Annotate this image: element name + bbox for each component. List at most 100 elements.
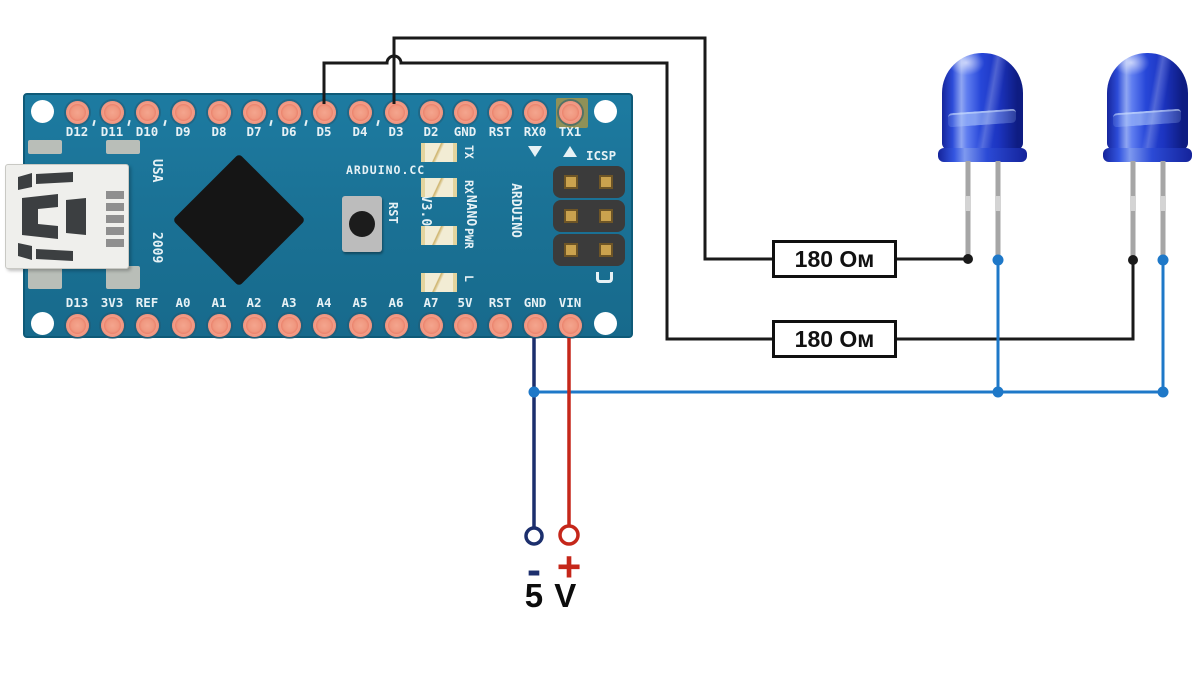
- pin-d8: [207, 100, 231, 124]
- pin-gnd: [523, 313, 547, 337]
- icsp-pin: [564, 209, 578, 223]
- pin-label-rx0: RX0: [523, 124, 547, 139]
- pin-label-d5: D5: [304, 119, 344, 139]
- pin-label-a4: A4: [316, 295, 332, 310]
- pin-label-rst: RST: [488, 295, 512, 310]
- pin-rx0: [523, 100, 547, 124]
- pin-label-3v3: 3V3: [100, 295, 124, 310]
- led-2-bulb: [1107, 53, 1188, 150]
- usb-contact: [106, 239, 124, 247]
- pin-a3: [277, 313, 301, 337]
- pin-label-gnd: GND: [523, 295, 547, 310]
- pin-d4: [348, 100, 372, 124]
- pin-gnd: [453, 100, 477, 124]
- icsp-header-row: [553, 200, 625, 232]
- pin-d6: [277, 100, 301, 124]
- tx-arrow-icon: [563, 146, 577, 157]
- usb-contact: [106, 215, 124, 223]
- usb-tab: [28, 266, 62, 289]
- pin-label-a5: A5: [352, 295, 368, 310]
- pin-label-gnd: GND: [453, 124, 477, 139]
- pin-rst: [488, 100, 512, 124]
- pin-ref: [135, 313, 159, 337]
- pin-5v: [453, 313, 477, 337]
- mini-usb-connector: [5, 164, 129, 269]
- icsp-pin: [564, 243, 578, 257]
- pin-label-5v: 5V: [457, 295, 473, 310]
- junction-dots-blue: [528, 254, 1169, 398]
- arduino-nano-board: USA 2009 ARDUINO.CC RST ARDUINO NANO V3.…: [5, 93, 633, 338]
- usb-contact: [106, 203, 124, 211]
- wire-resistor2-to-led2: [897, 260, 1135, 341]
- pin-label-rst: RST: [488, 124, 512, 139]
- resistor-2-value: 180 Ом: [794, 325, 875, 352]
- led-2-flange: [1103, 148, 1192, 162]
- indicator-led-l: [421, 273, 457, 292]
- positive-sign: +: [556, 543, 582, 590]
- pin-a1: [207, 313, 231, 337]
- pin-d2: [419, 100, 443, 124]
- pin-vin: [558, 313, 582, 337]
- pin-d3: [384, 100, 408, 124]
- pin-label-d3: D3: [376, 119, 416, 139]
- rx-arrow-icon: [528, 146, 542, 157]
- icsp-pin: [599, 209, 613, 223]
- pin-a6: [384, 313, 408, 337]
- resistor-1-value: 180 Ом: [794, 245, 875, 272]
- indicator-led-tx: [421, 143, 457, 162]
- pin-label-a1: A1: [211, 295, 227, 310]
- pin-d5: [312, 100, 336, 124]
- indicator-led-rx: [421, 178, 457, 197]
- supply-negative-terminal: [524, 526, 544, 546]
- pin-a4: [312, 313, 336, 337]
- pin-label-a7: A7: [423, 295, 439, 310]
- pin-label-d9: D9: [163, 119, 203, 139]
- pin-a2: [242, 313, 266, 337]
- logo-mark-icon: [596, 272, 613, 283]
- pin-a0: [171, 313, 195, 337]
- wire-d5-to-resistor2: [322, 54, 772, 341]
- indicator-led-pwr: [421, 226, 457, 245]
- pin-rst: [488, 313, 512, 337]
- pin-d12: [65, 100, 89, 124]
- usb-tab: [106, 140, 140, 154]
- junction-dots-black: [963, 254, 1138, 265]
- usb-contact: [106, 191, 124, 199]
- mounting-hole: [31, 100, 54, 123]
- pin-label-a0: A0: [175, 295, 191, 310]
- led-1-bulb: [942, 53, 1023, 150]
- pin-tx1: [558, 100, 582, 124]
- usb-tab: [28, 140, 62, 154]
- icsp-header-row: [553, 234, 625, 266]
- mounting-hole: [594, 100, 617, 123]
- reset-button: [342, 196, 382, 252]
- led-lead-crimps: [965, 196, 1166, 211]
- usb-contact: [106, 227, 124, 235]
- icsp-header-row: [553, 166, 625, 198]
- wire-d3-to-resistor1: [392, 36, 772, 261]
- icsp-pin: [599, 243, 613, 257]
- pin-label-d13: D13: [65, 295, 89, 310]
- pin-label-d11: D11: [92, 119, 132, 139]
- usb-tab: [106, 266, 140, 289]
- pin-label-d12: D12: [65, 124, 89, 139]
- pin-label-vin: VIN: [558, 295, 582, 310]
- pin-label-tx1: TX1: [558, 124, 582, 139]
- pin-label-d10: D10: [127, 119, 167, 139]
- pin-label-d8: D8: [211, 124, 227, 139]
- pin-label-a2: A2: [246, 295, 262, 310]
- mounting-hole: [594, 312, 617, 335]
- icsp-pin: [599, 175, 613, 189]
- led-1-flange: [938, 148, 1027, 162]
- pin-a5: [348, 313, 372, 337]
- pin-d9: [171, 100, 195, 124]
- pin-a7: [419, 313, 443, 337]
- pin-d10: [135, 100, 159, 124]
- negative-sign: -: [527, 546, 541, 593]
- resistor-1: 180 Ом: [772, 240, 897, 278]
- mounting-hole: [31, 312, 54, 335]
- pin-label-d6: D6: [269, 119, 309, 139]
- icsp-label: ICSP: [586, 148, 617, 163]
